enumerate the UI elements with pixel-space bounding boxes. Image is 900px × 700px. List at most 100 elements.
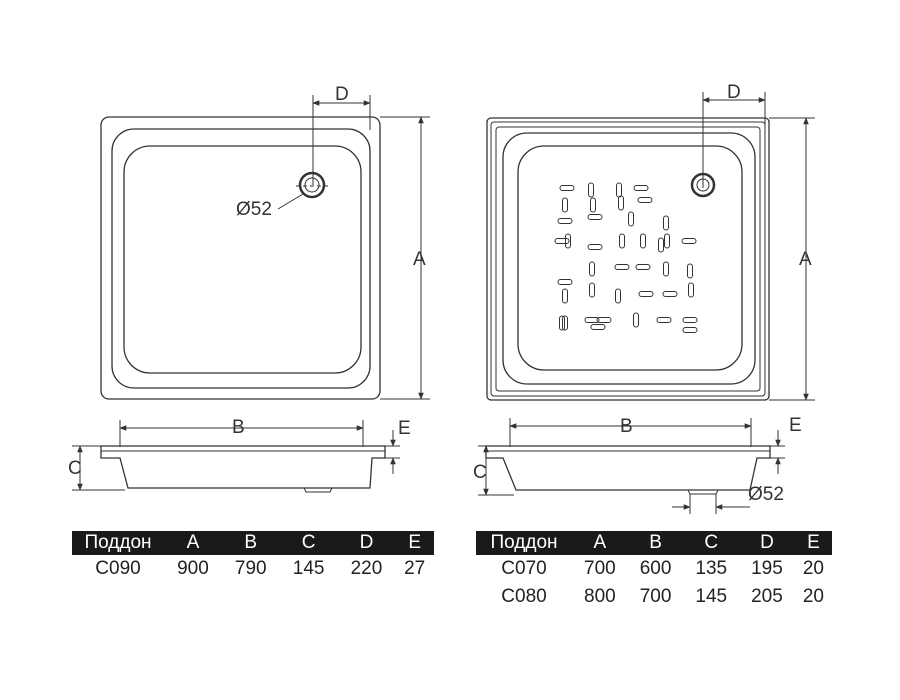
table-cell: 900 bbox=[177, 558, 209, 579]
table-cell: 700 bbox=[639, 586, 672, 607]
header-cell: A bbox=[164, 531, 222, 555]
antislip-slot-icon bbox=[557, 218, 573, 224]
antislip-slot-icon bbox=[662, 291, 678, 297]
left-tray-outer-rim bbox=[100, 116, 381, 400]
table-cell: C070 bbox=[501, 558, 547, 579]
left-tray-top-view bbox=[100, 95, 430, 400]
antislip-slot-icon bbox=[635, 264, 651, 270]
antislip-slot-icon bbox=[633, 185, 649, 191]
table-cell: 135 bbox=[695, 558, 728, 579]
antislip-slot-icon bbox=[590, 324, 606, 330]
antislip-slot-icon bbox=[559, 185, 575, 191]
antislip-slot-icon bbox=[640, 233, 646, 249]
left-dim-b-label: B bbox=[232, 417, 245, 438]
table-cell: 195 bbox=[751, 558, 783, 579]
antislip-slot-icon bbox=[658, 237, 664, 253]
table-cell: 220 bbox=[350, 558, 383, 579]
antislip-slot-icon bbox=[565, 233, 571, 249]
antislip-slot-icon bbox=[554, 238, 570, 244]
antislip-slot-icon bbox=[682, 317, 698, 323]
spec-table-c090: Поддон A B C D E C090 900 790 145 220 27 bbox=[72, 531, 434, 583]
antislip-slot-icon bbox=[587, 214, 603, 220]
header-cell: D bbox=[739, 531, 795, 555]
antislip-slot-icon bbox=[584, 317, 600, 323]
antislip-slot-icon bbox=[656, 317, 672, 323]
table-cell: 20 bbox=[802, 558, 824, 579]
right-dim-b-label: B bbox=[620, 416, 633, 437]
table-cell: 20 bbox=[802, 586, 824, 607]
table-cell: 27 bbox=[404, 558, 426, 579]
antislip-slot-icon bbox=[681, 238, 697, 244]
antislip-slot-icon bbox=[619, 233, 625, 249]
antislip-slot-icon bbox=[588, 182, 594, 198]
antislip-slot-icon bbox=[587, 244, 603, 250]
antislip-slot-icon bbox=[596, 317, 612, 323]
spec-table-header: Поддон A B C D E bbox=[72, 531, 434, 555]
right-dim-d-label: D bbox=[727, 82, 741, 103]
right-dim-e-label: E bbox=[789, 415, 802, 436]
left-dim-d-label: D bbox=[335, 84, 349, 105]
table-cell: 145 bbox=[292, 558, 325, 579]
antislip-slot-icon bbox=[590, 197, 596, 213]
right-tray-outer-rim bbox=[486, 117, 770, 401]
antislip-slot-icon bbox=[687, 263, 693, 279]
antislip-slot-icon bbox=[562, 288, 568, 304]
right-drain-diameter-label: Ø52 bbox=[748, 484, 784, 505]
antislip-slot-icon bbox=[557, 279, 573, 285]
table-row: C080 800 700 145 205 20 bbox=[476, 583, 832, 611]
table-cell: C080 bbox=[501, 586, 547, 607]
table-cell: 600 bbox=[639, 558, 672, 579]
left-dim-c-label: C bbox=[68, 458, 82, 479]
right-tray-basin bbox=[517, 145, 743, 371]
antislip-slot-icon bbox=[562, 197, 568, 213]
left-tray-inner-rim bbox=[111, 128, 371, 389]
left-dim-e-label: E bbox=[398, 418, 411, 439]
antislip-slot-icon bbox=[637, 197, 653, 203]
antislip-slot-icon bbox=[554, 182, 698, 333]
antislip-slot-icon bbox=[664, 233, 670, 249]
right-tray-side-view bbox=[478, 418, 785, 514]
left-tray-side-view bbox=[72, 420, 400, 493]
antislip-slot-icon bbox=[663, 261, 669, 277]
table-row: C070 700 600 135 195 20 bbox=[476, 555, 832, 583]
table-cell: 700 bbox=[584, 558, 616, 579]
table-cell: 800 bbox=[584, 586, 616, 607]
antislip-slot-icon bbox=[682, 327, 698, 333]
antislip-slot-icon bbox=[616, 182, 622, 198]
header-cell: Поддон bbox=[476, 531, 572, 555]
table-cell: 205 bbox=[751, 586, 783, 607]
spec-table-c070-c080: Поддон A B C D E C070 700 600 135 195 20… bbox=[476, 531, 832, 611]
antislip-slot-icon bbox=[559, 315, 565, 331]
spec-table-header: Поддон A B C D E bbox=[476, 531, 832, 555]
table-cell: 790 bbox=[234, 558, 267, 579]
header-cell: Поддон bbox=[72, 531, 164, 555]
header-cell: B bbox=[627, 531, 684, 555]
header-cell: C bbox=[279, 531, 338, 555]
antislip-slot-icon bbox=[589, 261, 595, 277]
drain-hole-icon bbox=[298, 171, 326, 199]
antislip-slot-icon bbox=[615, 288, 621, 304]
header-cell: C bbox=[683, 531, 740, 555]
right-tray-top-view bbox=[486, 92, 815, 401]
header-cell: D bbox=[337, 531, 396, 555]
antislip-slot-icon bbox=[688, 282, 694, 298]
antislip-slot-icon bbox=[618, 195, 624, 211]
table-cell: 145 bbox=[695, 586, 728, 607]
header-cell: A bbox=[572, 531, 628, 555]
right-dim-c-label: C bbox=[473, 462, 487, 483]
table-row: C090 900 790 145 220 27 bbox=[72, 555, 434, 583]
antislip-slot-icon bbox=[589, 282, 595, 298]
antislip-slot-icon bbox=[628, 211, 634, 227]
right-tray-inner-rim bbox=[502, 132, 756, 385]
drain-hole-icon bbox=[690, 172, 716, 198]
left-dim-a-label: A bbox=[413, 249, 426, 270]
antislip-slot-icon bbox=[614, 264, 630, 270]
antislip-slot-icon bbox=[663, 215, 669, 231]
antislip-slot-icon bbox=[633, 312, 639, 328]
antislip-slot-icon bbox=[638, 291, 654, 297]
right-dim-a-label: A bbox=[799, 249, 812, 270]
header-cell: E bbox=[395, 531, 434, 555]
antislip-slot-icon bbox=[562, 315, 568, 331]
header-cell: B bbox=[221, 531, 280, 555]
